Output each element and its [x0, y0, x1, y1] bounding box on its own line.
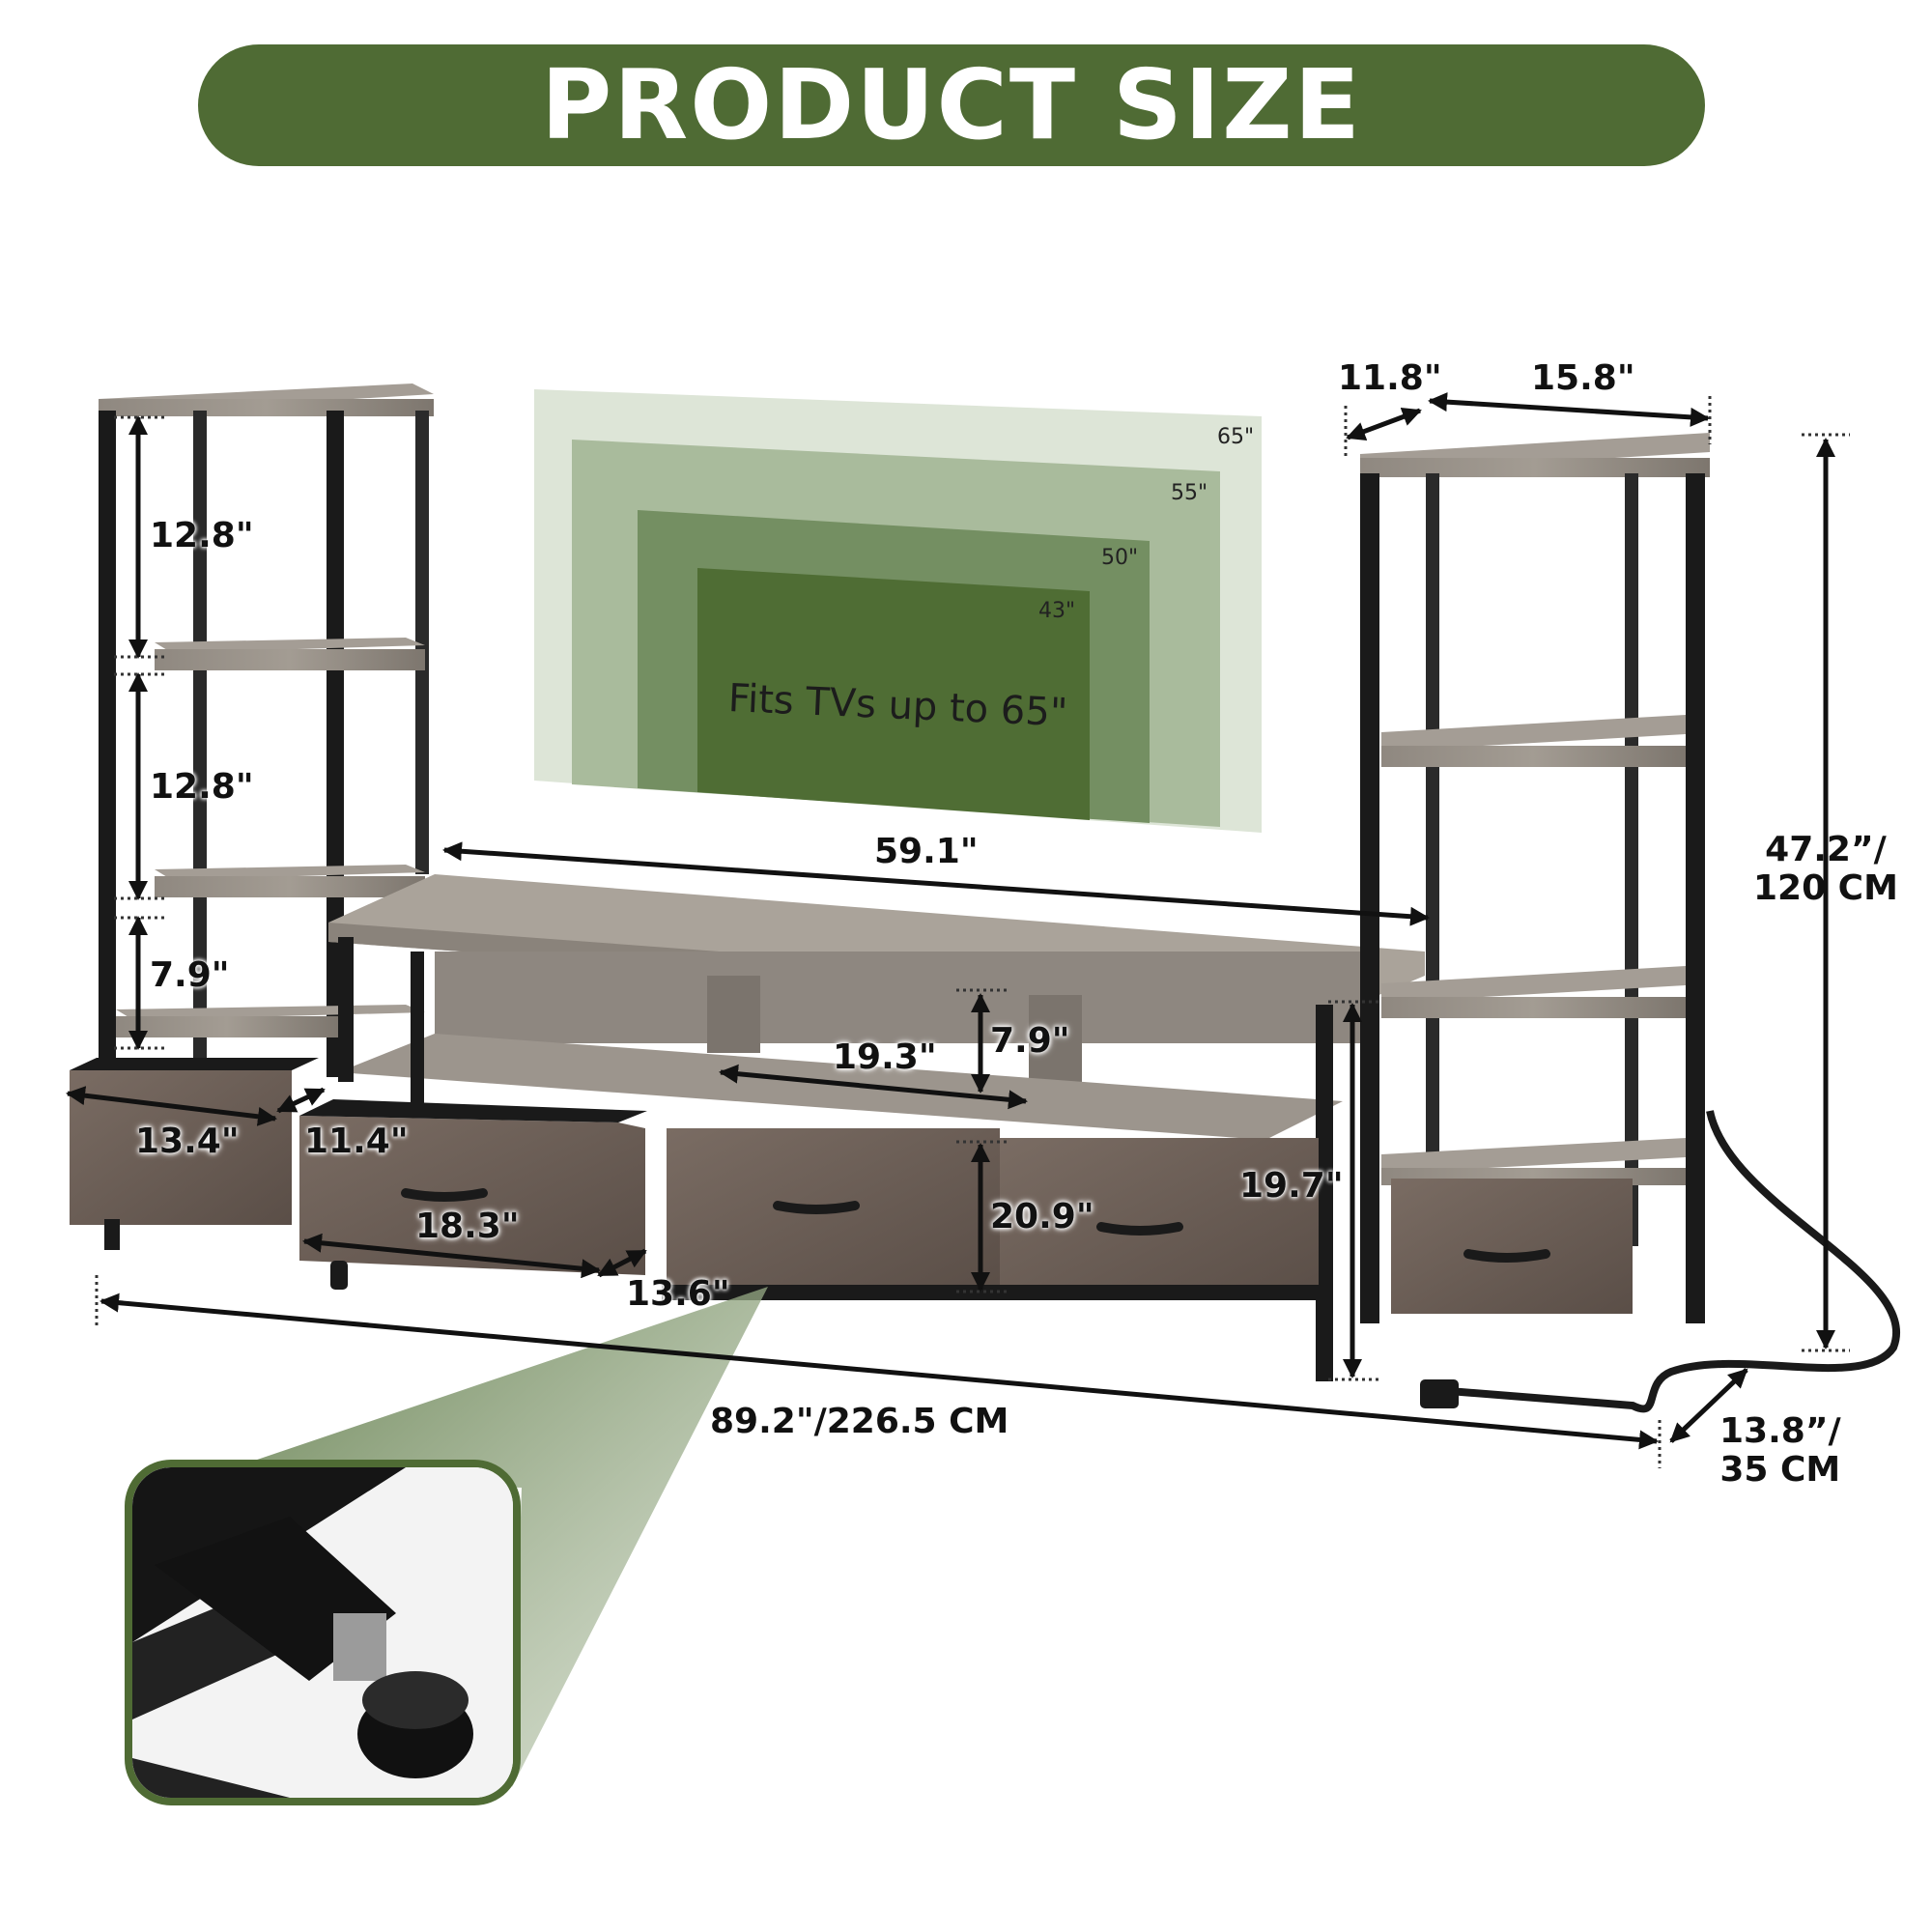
left-drawer-width-label: 13.4" — [135, 1122, 240, 1161]
left-tower-shelf-3-label: 7.9" — [150, 955, 230, 995]
tv-55-label: 55" — [1171, 481, 1208, 505]
header-banner: PRODUCT SIZE — [198, 44, 1705, 166]
console-leg-height-label: 19.7" — [1239, 1166, 1344, 1206]
left-tower-shelf-1-label: 12.8" — [150, 516, 254, 555]
right-tower — [1360, 433, 1900, 1413]
right-tower-width-label: 15.8" — [1531, 358, 1635, 398]
total-height-line-2: 120 CM — [1753, 867, 1898, 908]
tv-43-label: 43" — [1038, 599, 1076, 623]
total-depth-line-2: 35 CM — [1719, 1449, 1841, 1490]
leveling-foot-inset — [125, 1460, 521, 1805]
total-height-label: 47.2”/ 120 CM — [1753, 831, 1898, 907]
page-title: PRODUCT SIZE — [541, 48, 1362, 161]
tv-43-rect — [697, 568, 1090, 820]
main-drawer-depth-label: 13.6" — [626, 1274, 730, 1314]
left-tower-shelf-2-label: 12.8" — [150, 767, 254, 807]
main-drawer-width-label: 18.3" — [415, 1207, 520, 1246]
total-depth-label: 13.8”/ 35 CM — [1719, 1412, 1841, 1489]
right-tower-depth-label: 11.8" — [1338, 358, 1442, 398]
tv-size-chart — [534, 389, 1262, 833]
tv-console — [299, 874, 1425, 1381]
left-drawer-depth-label: 11.4" — [304, 1122, 409, 1161]
dimension-ticks — [95, 396, 1850, 1468]
total-width-label: 89.2"/226.5 CM — [710, 1402, 1009, 1441]
cubby-height-label: 7.9" — [990, 1021, 1070, 1061]
cubby-width-label: 19.3" — [833, 1037, 937, 1077]
tv-65-label: 65" — [1217, 425, 1255, 449]
console-height-label: 20.9" — [990, 1197, 1094, 1236]
dimension-lines — [66, 392, 1835, 1450]
total-height-line-1: 47.2”/ — [1765, 830, 1887, 869]
total-depth-line-1: 13.8”/ — [1719, 1411, 1841, 1451]
tv-50-label: 50" — [1101, 546, 1139, 570]
console-width-label: 59.1" — [874, 832, 979, 871]
